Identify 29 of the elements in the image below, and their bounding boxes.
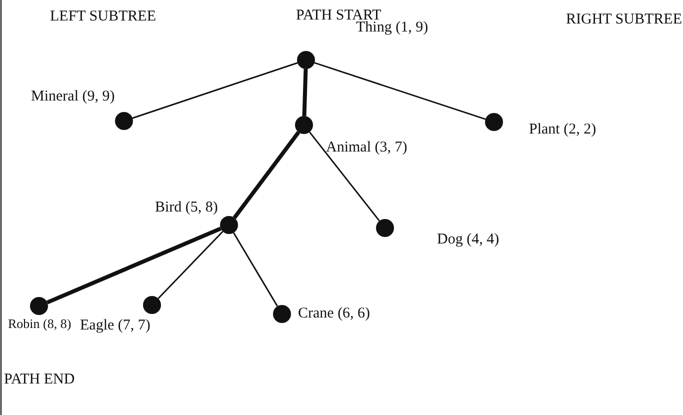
tree-line [132,62,298,119]
tree-node-dot [485,113,503,131]
tree-line [308,132,380,222]
node-label: Eagle (7, 7) [80,318,150,334]
node-label: Crane (6, 6) [298,306,370,322]
tree-node-dot [376,219,394,237]
tree-line [232,232,278,307]
node-label: Mineral (9, 9) [31,88,115,106]
path-line [46,226,222,304]
tree-line [158,230,224,300]
annotation-label: PATH END [4,372,75,388]
annotation-label: RIGHT SUBTREE [566,12,682,28]
node-label: Dog (4, 4) [437,232,500,248]
tree-node-dot [295,116,313,134]
tree-node-dot [220,216,238,234]
node-label: Thing (1, 9) [356,20,428,36]
node-label: Plant (2, 2) [529,122,596,138]
node-label: Animal (3, 7) [326,140,408,156]
tree-node-dot [273,305,291,323]
tree-line [314,62,486,120]
annotation-label: LEFT SUBTREE [50,8,156,26]
tree-node-dot [143,296,161,314]
node-label: Bird (5, 8) [155,200,218,216]
node-label: Robin (8, 8) [8,316,72,332]
tree-node-dot [297,51,315,69]
path-line [302,68,308,116]
tree-node-dot [30,297,48,315]
tree-node-dot [115,112,133,130]
path-line [232,131,300,219]
